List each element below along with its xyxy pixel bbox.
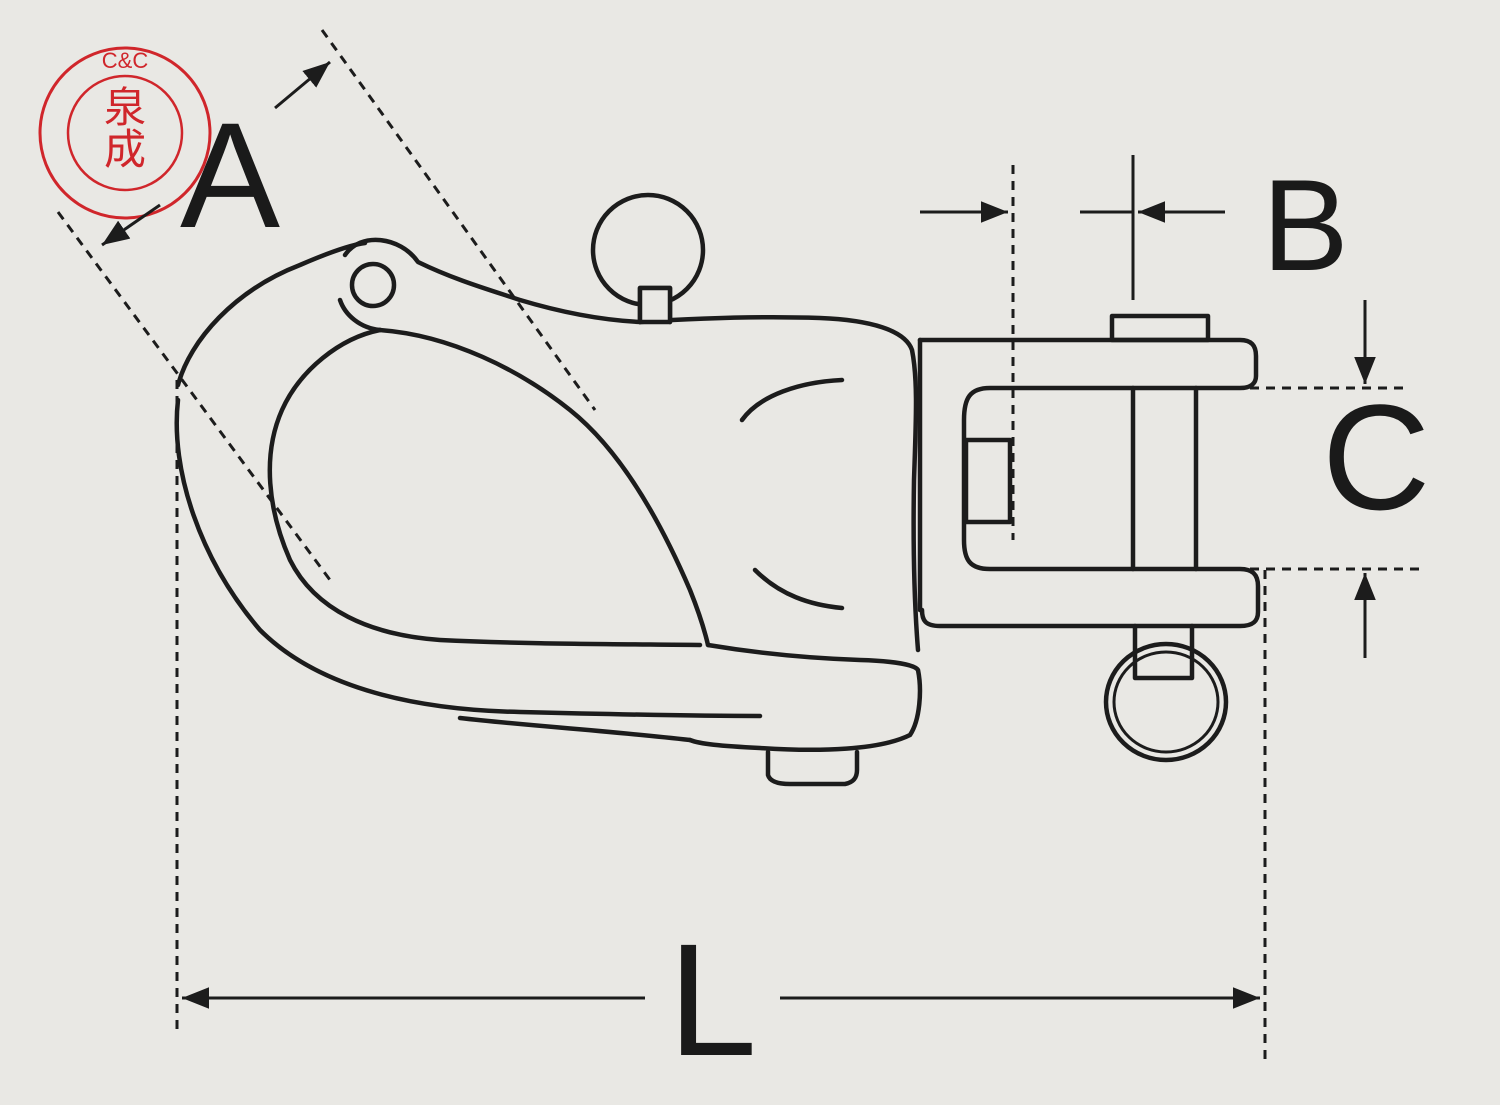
snap-shackle	[174, 192, 1261, 787]
dimension-label-l: L	[668, 910, 757, 1089]
company-stamp: C&C 泉 成	[38, 46, 212, 220]
dimension-label-c: C	[1322, 373, 1431, 541]
dimension-b	[920, 155, 1225, 540]
stamp-char-2: 成	[104, 126, 146, 173]
stamp-char-1: 泉	[104, 84, 146, 131]
dimension-l	[175, 380, 1267, 1060]
stamp-top-text: C&C	[102, 48, 149, 73]
dimension-c	[1250, 300, 1420, 658]
dimension-label-a: A	[180, 91, 281, 259]
dimension-label-b: B	[1262, 152, 1349, 298]
dimension-a	[56, 29, 597, 581]
